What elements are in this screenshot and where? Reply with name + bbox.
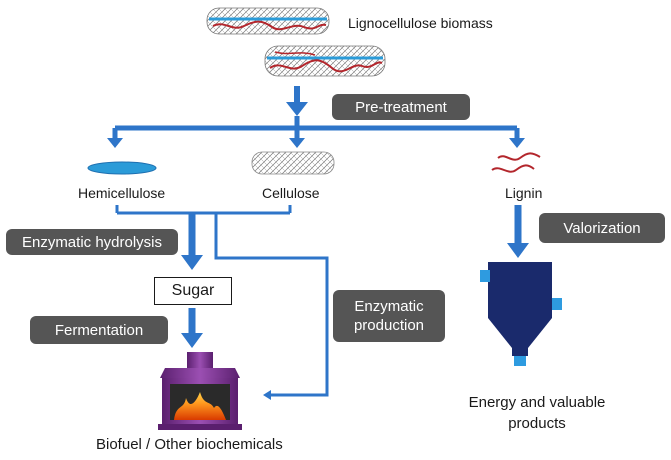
- enzymatic-production-line2: production: [353, 317, 425, 334]
- energy-products-line1: Energy and valuable: [468, 394, 606, 411]
- pretreatment-box: Pre-treatment: [332, 94, 470, 120]
- valorization-box: Valorization: [539, 213, 665, 243]
- enzymatic-production-box: Enzymatic production: [333, 290, 445, 342]
- fermentation-arrow: [181, 333, 203, 348]
- cellulose-icon: [251, 151, 335, 175]
- cellulose-label: Cellulose: [262, 185, 320, 201]
- hemicellulose-label: Hemicellulose: [78, 185, 166, 201]
- biofuel-label: Biofuel / Other biochemicals: [96, 436, 283, 453]
- valorization-arrow: [507, 243, 529, 258]
- biomass-label: Lignocellulose biomass: [348, 15, 493, 31]
- enzymatic-production-arrow: [263, 390, 271, 400]
- fermentation-box: Fermentation: [30, 316, 168, 344]
- energy-products-line2: products: [508, 415, 566, 432]
- enzymatic-production-line1: Enzymatic: [354, 298, 424, 315]
- lignin-label: Lignin: [505, 185, 543, 201]
- reactor-icon: [480, 262, 562, 366]
- hemicellulose-icon: [87, 161, 157, 175]
- sugar-box: Sugar: [154, 277, 232, 305]
- enzymatic-hydrolysis-box: Enzymatic hydrolysis: [6, 229, 178, 255]
- biomass-down-arrow: [286, 102, 308, 116]
- hydrolysis-arrow: [181, 255, 203, 270]
- furnace-icon: [158, 352, 242, 430]
- biomass-fiber-top-icon: [206, 7, 330, 35]
- lignin-icon: [491, 152, 541, 173]
- biomass-fiber-bottom-icon: [264, 45, 386, 77]
